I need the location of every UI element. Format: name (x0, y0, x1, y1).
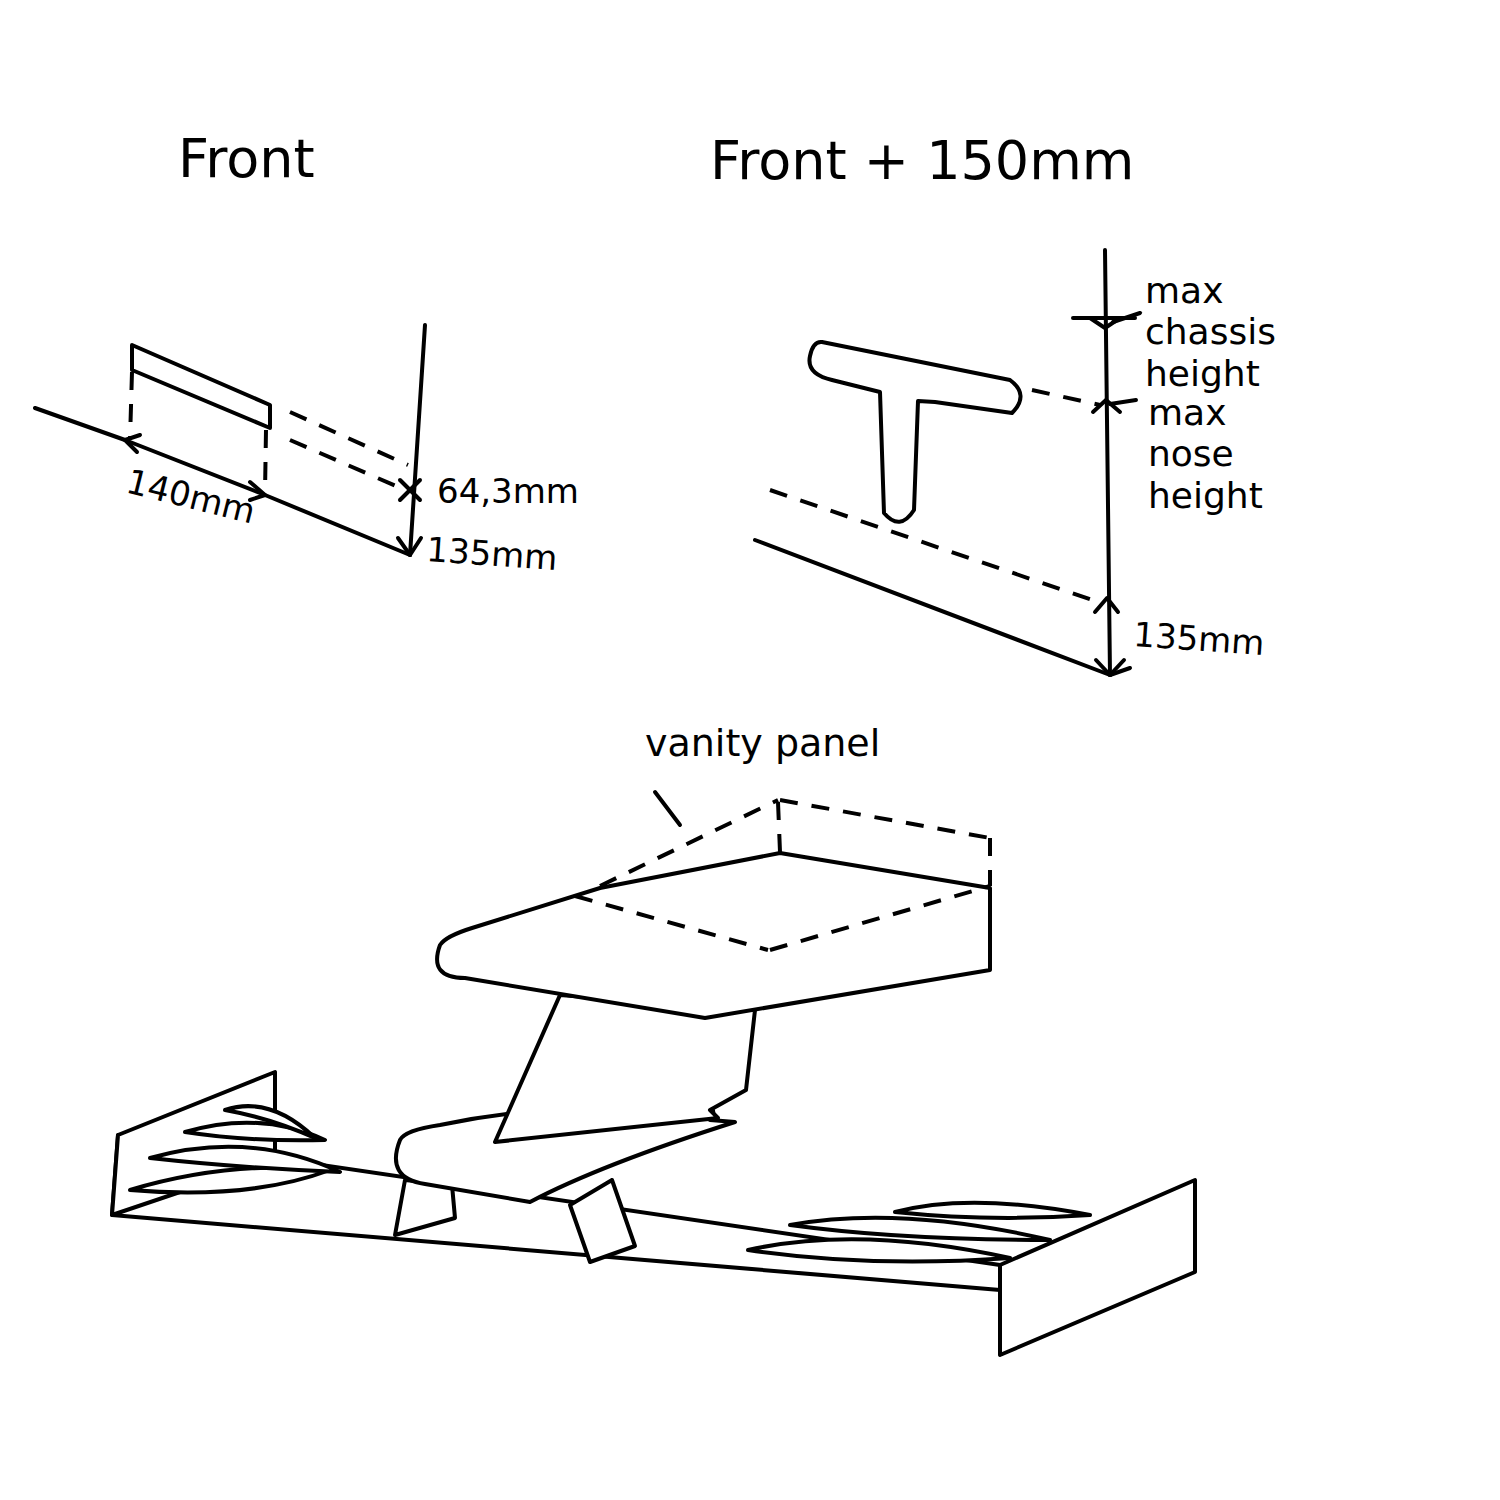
front-view-sketch (35, 325, 425, 555)
front-plus-view-sketch (755, 250, 1140, 675)
part-label: vanity panel (645, 722, 880, 766)
dimension-label: 135mm (1132, 615, 1266, 663)
front-wing-sketch (112, 792, 1195, 1355)
view-heading: Front (178, 128, 315, 190)
dimension-label: 140mm (123, 462, 260, 532)
limit-label: max nose height (1148, 392, 1288, 516)
dimension-label: 135mm (425, 530, 559, 578)
limit-label: max chassis height (1145, 270, 1305, 394)
dimension-label: 64,3mm (437, 472, 579, 511)
view-heading: Front + 150mm (710, 130, 1134, 192)
